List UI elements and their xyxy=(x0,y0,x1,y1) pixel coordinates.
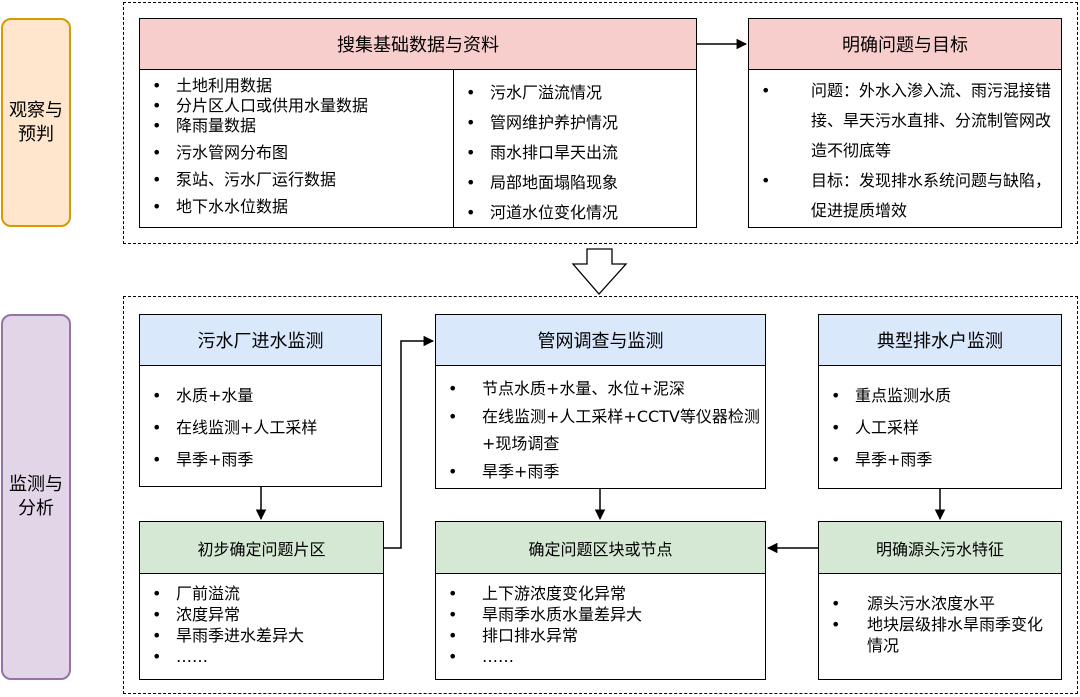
list-item: 问题：外水入渗入流、雨污混接错接、旱天污水直排、分流制管网改造不彻底等 xyxy=(749,76,1055,166)
list-item: 污水厂溢流情况 xyxy=(454,78,696,108)
list-item: 污水管网分布图 xyxy=(140,143,452,163)
list-item: 降雨量数据 xyxy=(140,116,452,136)
collect-data-header: 搜集基础数据与资料 xyxy=(139,18,697,70)
list-item: 节点水质+水量、水位+泥深 xyxy=(436,374,762,403)
problem-area-header: 初步确定问题片区 xyxy=(139,521,384,574)
list-item: 旱季+雨季 xyxy=(140,444,380,476)
list-item: …… xyxy=(436,646,762,667)
list-item: 地下水水位数据 xyxy=(140,197,452,217)
list-item: 旱雨季进水差异大 xyxy=(140,625,382,646)
problem-node-list: 上下游浓度变化异常 旱雨季水质水量差异大 排口排水异常 …… xyxy=(436,583,762,667)
list-item: 局部地面塌陷现象 xyxy=(454,168,696,198)
list-item: 水质+水量 xyxy=(140,380,380,412)
list-item: …… xyxy=(140,646,382,667)
household-monitor-list: 重点监测水质 人工采样 旱季+雨季 xyxy=(819,380,1059,476)
list-item: 浓度异常 xyxy=(140,604,382,625)
list-item: 厂前溢流 xyxy=(140,583,382,604)
big-down-arrow xyxy=(571,248,628,295)
plant-monitor-list: 水质+水量 在线监测+人工采样 旱季+雨季 xyxy=(140,380,380,476)
goal-list: 问题：外水入渗入流、雨污混接错接、旱天污水直排、分流制管网改造不彻底等 目标：发… xyxy=(749,76,1055,226)
list-item: 排口排水异常 xyxy=(436,625,762,646)
phase-monitor-label: 监测与 分析 xyxy=(1,314,71,680)
list-item: 上下游浓度变化异常 xyxy=(436,583,762,604)
problem-node-header: 确定问题区块或节点 xyxy=(435,521,766,574)
list-item: 旱雨季水质水量差异大 xyxy=(436,604,762,625)
list-item: 在线监测+人工采样+CCTV等仪器检测+现场调查 xyxy=(436,403,762,457)
arrow-area-to-network xyxy=(384,335,435,549)
list-item: 重点监测水质 xyxy=(819,380,1059,412)
list-item: 旱季+雨季 xyxy=(819,444,1059,476)
list-item: 地块层级排水旱雨季变化情况 xyxy=(819,614,1055,656)
source-feature-list: 源头污水浓度水平 地块层级排水旱雨季变化情况 xyxy=(819,593,1055,656)
list-item: 河道水位变化情况 xyxy=(454,198,696,228)
observe-group xyxy=(123,2,1078,244)
list-item: 目标：发现排水系统问题与缺陷，促进提质增效 xyxy=(749,166,1055,226)
list-item: 旱季+雨季 xyxy=(436,457,762,486)
plant-monitor-header: 污水厂进水监测 xyxy=(139,314,382,366)
list-item: 土地利用数据 xyxy=(140,76,452,96)
network-survey-list: 节点水质+水量、水位+泥深 在线监测+人工采样+CCTV等仪器检测+现场调查 旱… xyxy=(436,374,762,486)
list-item: 雨水排口旱天出流 xyxy=(454,138,696,168)
collect-left-list: 土地利用数据 分片区人口或供用水量数据 降雨量数据 污水管网分布图 泵站、污水厂… xyxy=(140,76,452,217)
list-item: 人工采样 xyxy=(819,412,1059,444)
list-item: 泵站、污水厂运行数据 xyxy=(140,170,452,190)
collect-right-list: 污水厂溢流情况 管网维护养护情况 雨水排口旱天出流 局部地面塌陷现象 河道水位变… xyxy=(454,78,696,228)
list-item: 分片区人口或供用水量数据 xyxy=(140,96,452,116)
phase-observe-label: 观察与 预判 xyxy=(1,18,71,227)
source-feature-header: 明确源头污水特征 xyxy=(818,521,1062,574)
list-item: 在线监测+人工采样 xyxy=(140,412,380,444)
network-survey-header: 管网调查与监测 xyxy=(435,314,766,366)
monitor-group xyxy=(123,296,1078,694)
goal-header: 明确问题与目标 xyxy=(748,18,1062,70)
list-item: 源头污水浓度水平 xyxy=(819,593,1055,614)
household-monitor-header: 典型排水户监测 xyxy=(818,314,1062,366)
problem-area-list: 厂前溢流 浓度异常 旱雨季进水差异大 …… xyxy=(140,583,382,667)
list-item: 管网维护养护情况 xyxy=(454,108,696,138)
